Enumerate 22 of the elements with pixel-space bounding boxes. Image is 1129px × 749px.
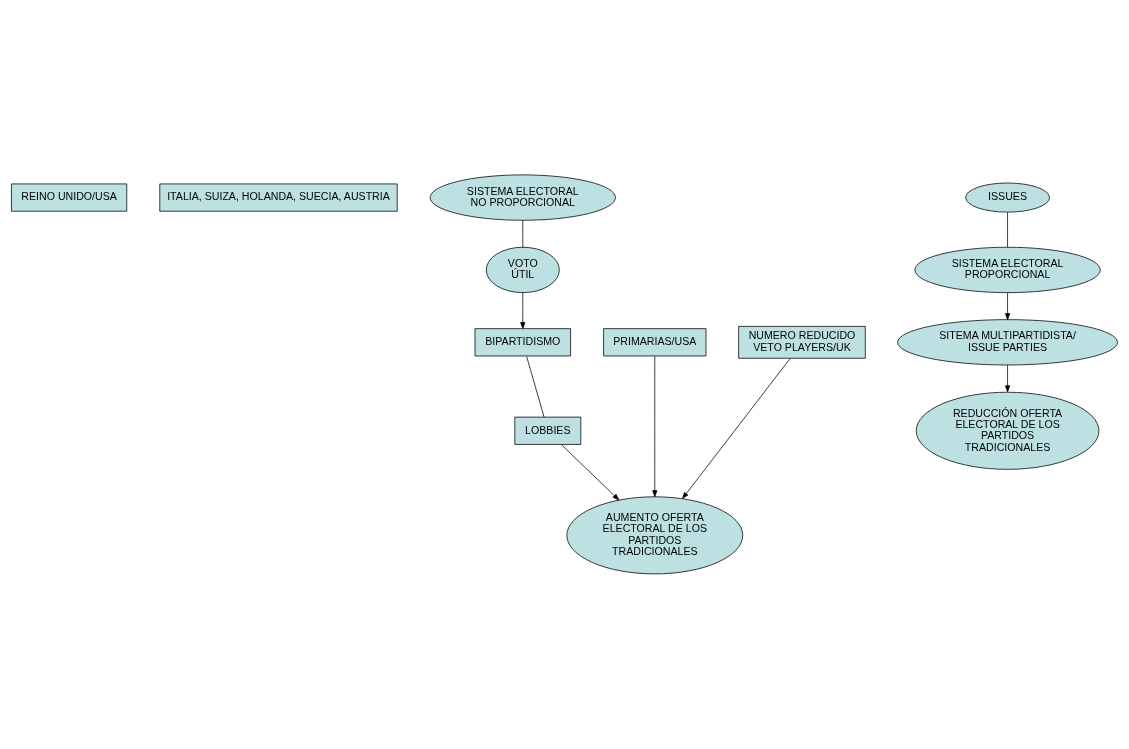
- node-ellipse: AUMENTO OFERTA ELECTORAL DE LOS PARTIDOS TRADICIONALES: [566, 496, 744, 575]
- node-ellipse: VOTO ÚTIL: [485, 246, 560, 293]
- node-ellipse: SITEMA MULTIPARTIDISTA/ ISSUE PARTIES: [897, 319, 1118, 366]
- node-ellipse: REDUCCIÓN OFERTA ELECTORAL DE LOS PARTIDOS TRADICIONALES: [915, 391, 1100, 470]
- arrow: [561, 444, 620, 501]
- connector: [522, 219, 524, 248]
- node-box: REINO UNIDO/USA: [11, 183, 128, 212]
- node-box: NUMERO REDUCIDO VETO PLAYERS/UK: [738, 326, 866, 359]
- node-box: ITALIA, SUIZA, HOLANDA, SUECIA, AUSTRIA: [159, 183, 398, 212]
- node-ellipse: SISTEMA ELECTORAL PROPORCIONAL: [914, 246, 1101, 293]
- connector: [1007, 211, 1008, 248]
- node-box: BIPARTIDISMO: [474, 328, 571, 357]
- node-ellipse: SISTEMA ELECTORAL NO PROPORCIONAL: [429, 174, 616, 221]
- connector: [526, 355, 545, 418]
- arrow: [682, 358, 791, 499]
- arrow: [1005, 364, 1011, 393]
- node-box: PRIMARIAS/USA: [603, 328, 707, 357]
- arrow: [520, 292, 526, 329]
- node-ellipse: ISSUES: [965, 182, 1050, 213]
- arrow: [652, 355, 658, 498]
- arrow: [1005, 292, 1011, 321]
- node-box: LOBBIES: [514, 416, 582, 445]
